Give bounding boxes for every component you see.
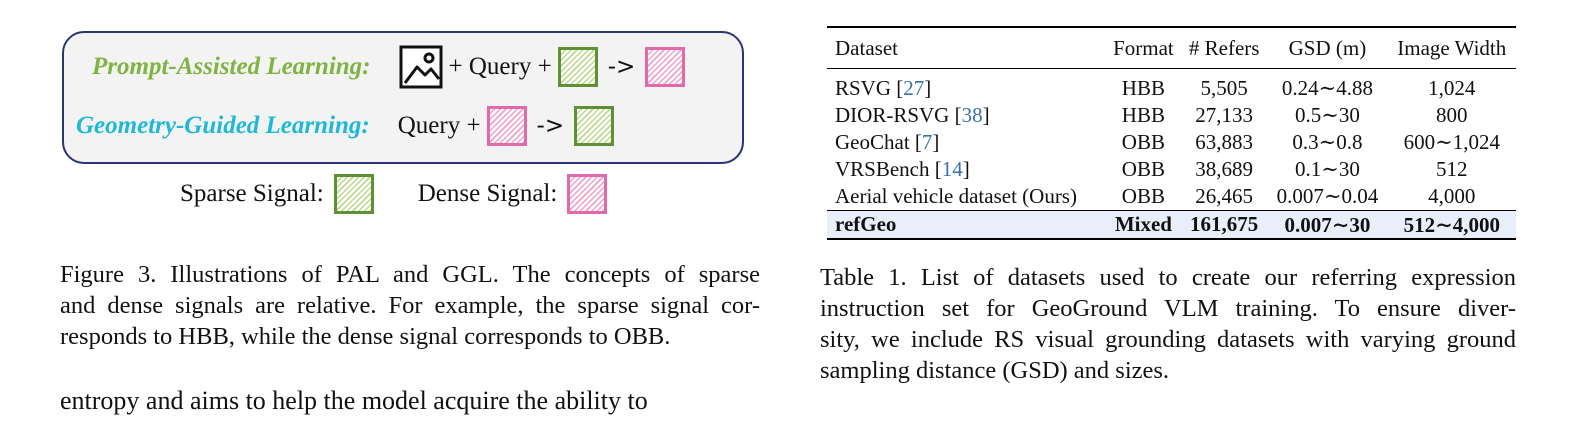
cell-width: 512 <box>1436 157 1468 181</box>
signal-legend: Sparse Signal: Dense Signal: <box>180 174 608 214</box>
caption-line: Table 1. List of datasets used to create… <box>820 264 1516 291</box>
caption-line: and dense signals are relative. For exam… <box>60 292 760 319</box>
ggl-query-text: Query + <box>397 112 481 139</box>
image-icon <box>399 45 442 89</box>
citation-link[interactable]: 14 <box>941 157 963 181</box>
cell-gsd: 0.5∼30 <box>1294 103 1360 127</box>
datasets-table: Dataset Format # Refers GSD (m) Image Wi… <box>827 26 1516 240</box>
cell-gsd: 0.1∼30 <box>1294 157 1360 181</box>
table-1: Dataset Format # Refers GSD (m) Image Wi… <box>827 26 1516 240</box>
table-1-caption: Table 1. List of datasets used to create… <box>820 262 1516 386</box>
header-refers: # Refers <box>1181 26 1268 69</box>
pal-query-text: + Query + <box>448 53 552 80</box>
cell-width: 512∼4,000 <box>1387 210 1516 240</box>
cell-dataset: VRSBench [14] <box>835 157 970 181</box>
cell-width: 1,024 <box>1428 76 1476 100</box>
header-format: Format <box>1105 26 1182 69</box>
dense-signal-swatch <box>486 106 527 146</box>
table-row: DIOR-RSVG [38] HBB 27,133 0.5∼30 800 <box>827 102 1516 129</box>
figure-3-caption: Figure 3. Illustrations of PAL and GGL. … <box>60 259 760 352</box>
header-image-width: Image Width <box>1387 26 1516 69</box>
caption-line: sity, we include RS visual grounding dat… <box>820 326 1516 353</box>
sparse-signal-swatch <box>574 106 615 146</box>
pal-arrow: -> <box>607 54 636 80</box>
cell-dataset: GeoChat [7] <box>835 130 940 154</box>
dense-legend-swatch <box>567 174 608 214</box>
header-dataset: Dataset <box>827 26 1106 69</box>
caption-line: instruction set for GeoGround VLM traini… <box>820 295 1516 322</box>
citation-link[interactable]: 7 <box>921 130 933 154</box>
cell-refers: 63,883 <box>1195 130 1254 154</box>
cell-format: HBB <box>1121 103 1165 127</box>
table-header-row: Dataset Format # Refers GSD (m) Image Wi… <box>827 26 1516 69</box>
cell-dataset: Aerial vehicle dataset (Ours) <box>827 183 1106 211</box>
sparse-legend-label: Sparse Signal: <box>180 180 324 207</box>
cell-format: OBB <box>1105 183 1182 211</box>
cell-refers: 27,133 <box>1195 103 1254 127</box>
caption-line: responds to HBB, while the dense signal … <box>60 323 671 350</box>
ggl-row: Geometry-Guided Learning: Query + -> <box>76 106 615 146</box>
body-text: entropy and aims to help the model acqui… <box>60 386 648 415</box>
cell-dataset: DIOR-RSVG [38] <box>835 103 990 127</box>
ggl-label: Geometry-Guided Learning: <box>76 112 370 139</box>
cell-gsd: 0.007∼0.04 <box>1267 183 1388 211</box>
cell-refers: 161,675 <box>1181 210 1268 240</box>
table-row: Aerial vehicle dataset (Ours) OBB 26,465… <box>827 183 1516 211</box>
caption-line: sampling distance (GSD) and sizes. <box>820 357 1170 384</box>
ggl-arrow: -> <box>536 113 565 139</box>
dense-legend-label: Dense Signal: <box>417 180 558 207</box>
citation-link[interactable]: 27 <box>903 76 925 100</box>
cell-refers: 26,465 <box>1181 183 1268 211</box>
sparse-signal-swatch <box>557 47 598 87</box>
cell-gsd: 0.24∼4.88 <box>1281 76 1373 100</box>
table-row: GeoChat [7] OBB 63,883 0.3∼0.8 600∼1,024 <box>827 129 1516 156</box>
cell-dataset: RSVG [27] <box>835 76 932 100</box>
cell-width: 800 <box>1436 103 1468 127</box>
cell-width: 4,000 <box>1387 183 1516 211</box>
cell-refers: 38,689 <box>1195 157 1254 181</box>
cell-format: Mixed <box>1105 210 1182 240</box>
pal-row: Prompt-Assisted Learning: + Query + -> <box>92 45 686 89</box>
cell-format: OBB <box>1121 130 1165 154</box>
cell-refers: 5,505 <box>1200 76 1248 100</box>
table-row: VRSBench [14] OBB 38,689 0.1∼30 512 <box>827 156 1516 183</box>
cell-format: HBB <box>1121 76 1165 100</box>
table-row: RSVG [27] HBB 5,505 0.24∼4.88 1,024 <box>827 75 1516 102</box>
table-total-row: refGeo Mixed 161,675 0.007∼30 512∼4,000 <box>827 210 1516 240</box>
cell-dataset: refGeo <box>827 210 1106 240</box>
header-gsd: GSD (m) <box>1267 26 1388 69</box>
cell-width: 600∼1,024 <box>1403 130 1500 154</box>
sparse-legend-swatch <box>333 174 374 214</box>
cell-gsd: 0.3∼0.8 <box>1292 130 1363 154</box>
cell-gsd: 0.007∼30 <box>1267 210 1388 240</box>
caption-line: Figure 3. Illustrations of PAL and GGL. … <box>60 261 760 288</box>
citation-link[interactable]: 38 <box>961 103 983 127</box>
dense-signal-swatch <box>645 47 686 87</box>
pal-label: Prompt-Assisted Learning: <box>92 53 371 80</box>
cell-format: OBB <box>1121 157 1165 181</box>
